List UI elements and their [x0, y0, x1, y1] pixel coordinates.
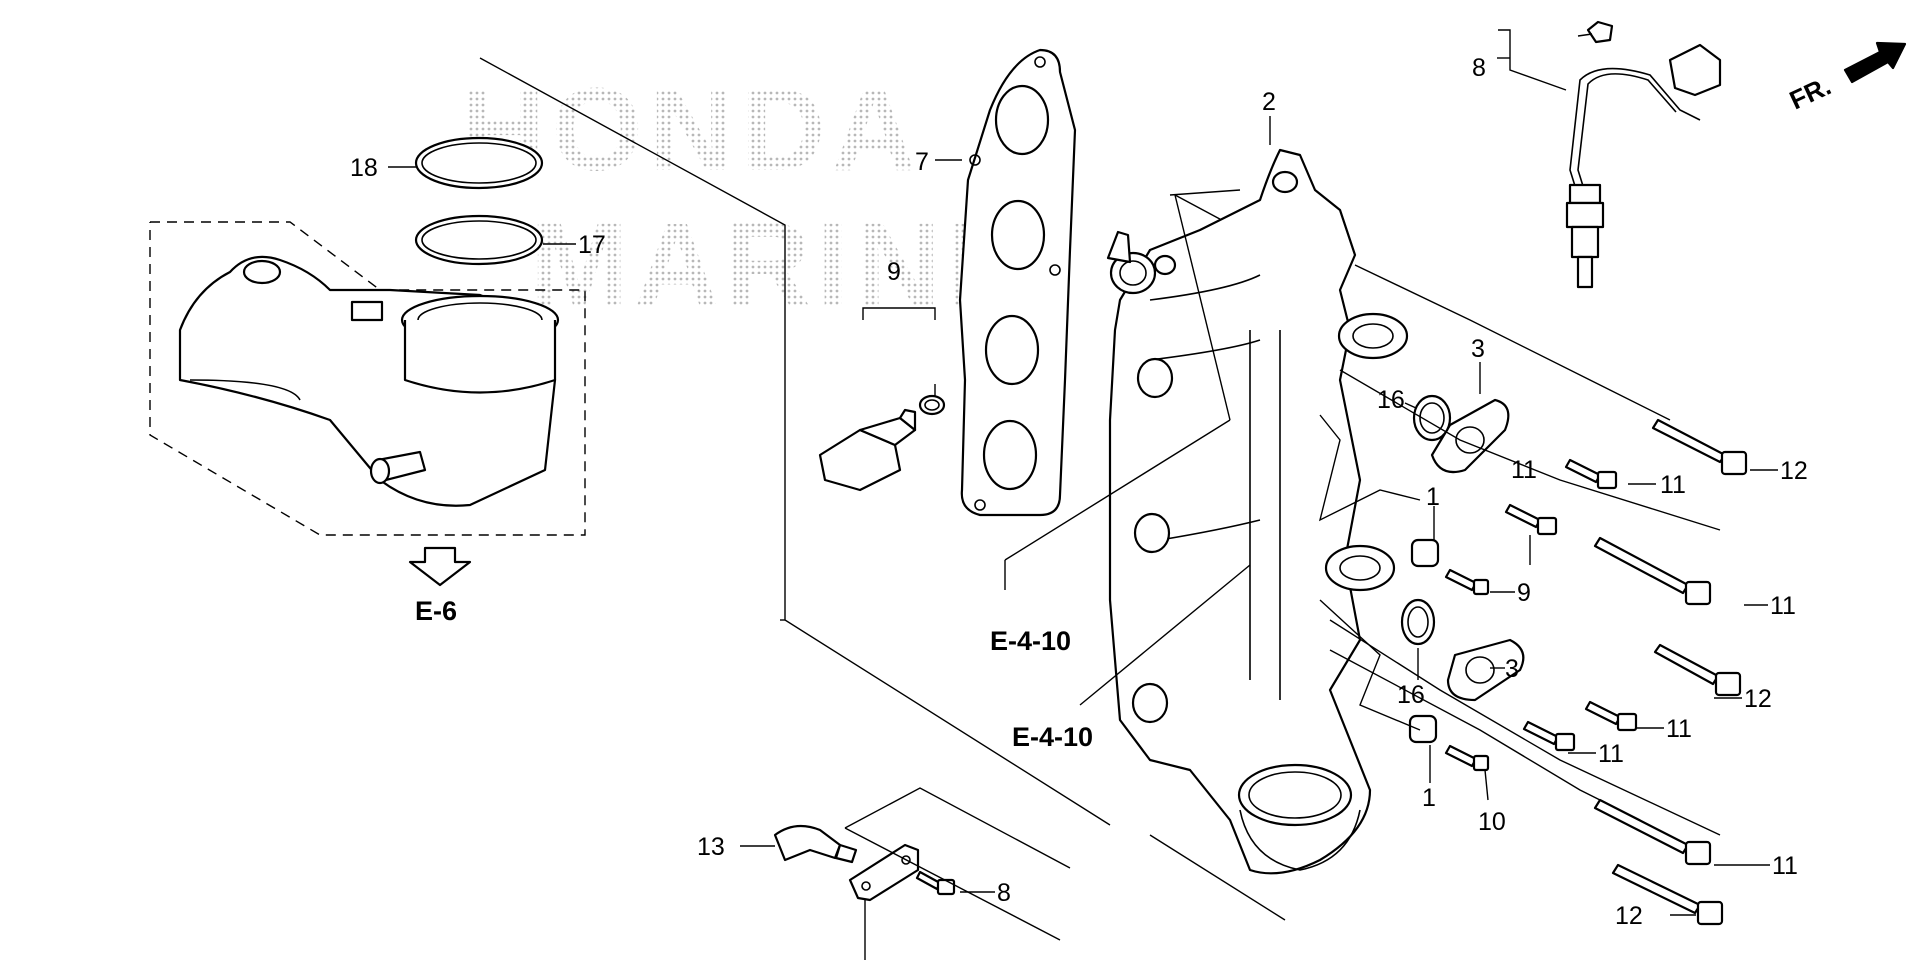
- callout-16a: 16: [1377, 386, 1405, 414]
- front-direction-label: FR.: [1785, 71, 1836, 116]
- callout-1b: 1: [1422, 784, 1436, 812]
- exhaust-gasket: [958, 48, 1077, 517]
- spacers-1: [1408, 538, 1440, 744]
- ref-e6: E-6: [415, 596, 457, 626]
- callout-11c: 11: [1666, 715, 1692, 743]
- callout-10: 8: [997, 879, 1011, 907]
- o-rings: [414, 136, 544, 266]
- exhaust-manifold: [1106, 148, 1409, 875]
- callout-16b: 16: [1397, 681, 1425, 709]
- ref-e4-10-b: E-4-10: [1012, 722, 1093, 752]
- callout-13: 13: [697, 833, 725, 861]
- thermostat-cover-assembly: [149, 221, 586, 536]
- callout-4: 7: [915, 148, 929, 176]
- callout-12a: 12: [1780, 457, 1808, 485]
- callout-14: 17: [578, 231, 606, 259]
- flanges: [1430, 398, 1525, 702]
- watermark: HONDA MARINE: [460, 64, 1031, 331]
- ref-e4-10-a: E-4-10: [990, 626, 1071, 656]
- callout-9b: 11: [1772, 852, 1798, 880]
- callout-11d: 11: [1598, 740, 1624, 768]
- front-direction-indicator: FR.: [1785, 41, 1907, 116]
- callout-3a: 3: [1471, 335, 1485, 363]
- oxygen-sensor: [1565, 20, 1722, 289]
- callout-8a: 9: [1517, 579, 1531, 607]
- callout-11a: 11: [1660, 471, 1686, 499]
- callout-1a: 1: [1426, 483, 1440, 511]
- o-ring-14: [414, 214, 544, 266]
- callout-9a: 11: [1770, 592, 1796, 620]
- callout-12c: 12: [1615, 902, 1643, 930]
- callout-2: 2: [1262, 88, 1276, 116]
- callout-12b: 12: [1744, 685, 1772, 713]
- callout-15: 18: [350, 154, 378, 182]
- reference-labels: E-6 E-4-10 E-4-10: [415, 596, 1093, 752]
- callout-6: 8: [1472, 54, 1486, 82]
- o-ring-15: [414, 136, 544, 190]
- e6-arrow: [408, 546, 472, 587]
- callout-3b: 3: [1505, 655, 1519, 683]
- leader-lines: [388, 29, 1778, 916]
- callout-7: 9: [887, 258, 901, 286]
- watermark-line2: MARINE: [530, 199, 1031, 331]
- callout-numbers: 18 17 7 9 2 8 3 16 12 11 11 1 9 11 3 16 …: [350, 54, 1808, 930]
- callout-11b: 11: [1511, 456, 1537, 484]
- callout-8b: 10: [1478, 808, 1506, 836]
- temperature-sensor: [818, 394, 946, 492]
- clip-and-bracket: [773, 787, 1071, 960]
- bolts: [915, 418, 1748, 926]
- gaskets-16: [1400, 394, 1452, 646]
